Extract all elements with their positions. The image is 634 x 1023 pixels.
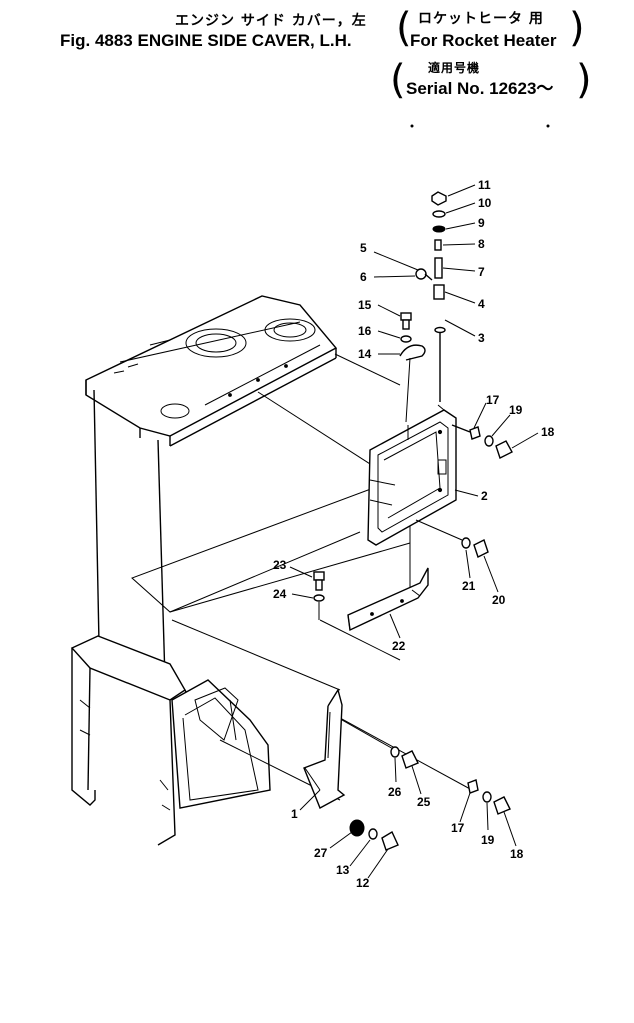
- clip-5-6: [415, 268, 433, 281]
- callout-6: 6: [360, 270, 367, 284]
- callout-26: 26: [388, 785, 402, 799]
- callout-11: 11: [478, 178, 491, 192]
- application-note: For Rocket Heater: [410, 31, 557, 50]
- side-cover-panel: [367, 404, 457, 546]
- fastener-23-24: [313, 571, 325, 620]
- callout-17-lower: 17: [451, 821, 465, 835]
- right-paren-2: ): [576, 57, 592, 103]
- serial-number: Serial No. 12623～: [406, 79, 554, 98]
- fastener-25-26: [390, 746, 419, 769]
- engine-hood-top: [85, 295, 338, 447]
- callout-21: 21: [462, 579, 476, 593]
- note-japanese: ロケットヒータ 用: [418, 11, 544, 27]
- callout-23: 23: [273, 558, 287, 572]
- callout-24: 24: [273, 587, 287, 601]
- enclosure-left-edge: [93, 389, 100, 644]
- callout-19-lower: 19: [481, 833, 495, 847]
- fastener-17-18-19-lower: [467, 779, 511, 815]
- enclosure-front-edge: [157, 439, 166, 681]
- callout-12: 12: [356, 876, 370, 890]
- guide-line-6: [334, 353, 401, 386]
- left-paren-1: (: [396, 5, 412, 51]
- callout-19-upper: 19: [509, 403, 523, 417]
- left-paren-2: (: [390, 57, 406, 103]
- callout-7: 7: [478, 265, 485, 279]
- callout-27: 27: [314, 846, 328, 860]
- guide-line-3: [169, 542, 411, 613]
- hook-14-bolt-15-washer-16: [399, 312, 426, 423]
- figure-title: Fig. 4883 ENGINE SIDE CAVER, L.H.: [60, 31, 352, 50]
- print-speck: [546, 124, 550, 128]
- bracket-1: [303, 688, 346, 809]
- title-japanese: エンジン サイド カバー，左: [175, 13, 367, 29]
- guide-line-4: [171, 619, 341, 691]
- print-speck: [410, 124, 414, 128]
- guide-line-10: [319, 619, 401, 661]
- guide-line-2: [131, 479, 396, 613]
- callout-20: 20: [492, 593, 506, 607]
- callout-3: 3: [478, 331, 485, 345]
- callout-25: 25: [417, 795, 431, 809]
- callout-18-upper: 18: [541, 425, 555, 439]
- callout-18-lower: 18: [510, 847, 524, 861]
- callout-13: 13: [336, 863, 350, 877]
- callout-14: 14: [358, 347, 372, 361]
- callout-8: 8: [478, 237, 485, 251]
- fastener-20-21: [415, 519, 489, 558]
- callout-22: 22: [392, 639, 406, 653]
- guide-line-9: [341, 719, 396, 751]
- engine-lower-block: [70, 635, 271, 846]
- callout-15: 15: [358, 298, 372, 312]
- serial-japanese: 適用号機: [428, 61, 481, 75]
- leader-lines: [289, 184, 539, 879]
- callout-10: 10: [478, 196, 492, 210]
- fastener-12-13-27: [349, 819, 399, 851]
- bracket-22: [347, 567, 429, 632]
- callout-2: 2: [481, 489, 488, 503]
- callout-9: 9: [478, 216, 485, 230]
- right-paren-1: ): [569, 5, 585, 51]
- callout-5: 5: [360, 241, 367, 255]
- callout-1: 1: [291, 807, 298, 821]
- fastener-17-18-19-upper: [451, 424, 513, 459]
- callout-16: 16: [358, 324, 372, 338]
- rod-assembly: [431, 191, 447, 402]
- callout-17-upper: 17: [486, 393, 500, 407]
- callout-4: 4: [478, 297, 485, 311]
